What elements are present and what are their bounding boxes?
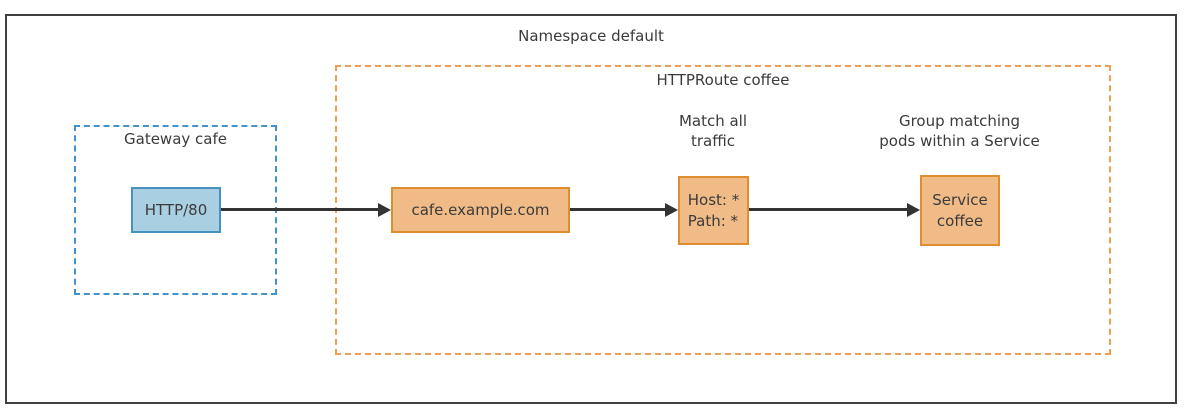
namespace-label: Namespace default [518, 27, 664, 45]
match-annotation-line1: Match all [678, 112, 748, 130]
arrow-listener-to-hostname-head [378, 203, 391, 217]
match-path-line: Path: * [687, 211, 739, 230]
match-rule-node: Host: * Path: * [678, 176, 749, 245]
hostname-node: cafe.example.com [391, 187, 570, 233]
arrow-hostname-to-match-line [570, 208, 667, 211]
match-annotation-line2: traffic [691, 132, 735, 150]
hostname-label: cafe.example.com [411, 200, 550, 219]
service-text: Service coffee [932, 190, 987, 232]
arrow-match-to-service-head [907, 203, 920, 217]
gateway-label: Gateway cafe [124, 130, 227, 148]
service-annotation: Group matching pods within a Service [868, 111, 1051, 151]
httproute-label: HTTPRoute coffee [656, 71, 790, 89]
match-annotation: Match all traffic [640, 111, 786, 151]
service-node: Service coffee [920, 175, 1000, 246]
service-line1: Service [932, 190, 988, 209]
arrow-match-to-service-line [749, 208, 908, 211]
service-annotation-line1: Group matching [898, 112, 1021, 130]
listener-node: HTTP/80 [131, 187, 221, 233]
namespace-boundary-box: Namespace default [5, 14, 1177, 404]
arrow-listener-to-hostname-line [221, 208, 379, 211]
service-line2: coffee [936, 211, 984, 230]
listener-label: HTTP/80 [144, 200, 208, 219]
service-annotation-line2: pods within a Service [879, 132, 1040, 150]
match-host-line: Host: * [687, 190, 740, 209]
arrow-hostname-to-match-head [665, 203, 678, 217]
match-rule-text: Host: * Path: * [688, 190, 739, 232]
